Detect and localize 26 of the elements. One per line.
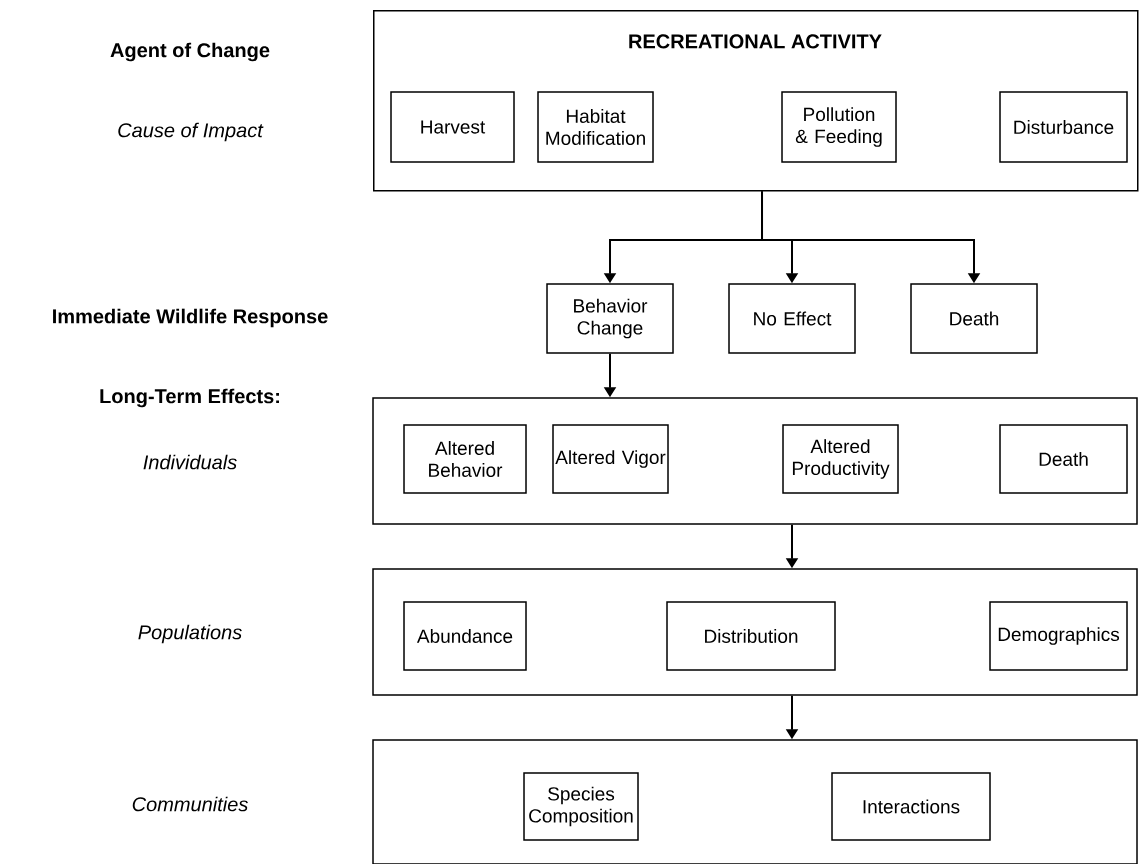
process-box: Altered Behavior xyxy=(403,424,527,494)
process-box: No Effect xyxy=(728,283,856,354)
process-box: Pollution & Feeding xyxy=(781,91,897,163)
process-box: Altered Productivity xyxy=(782,424,899,494)
process-box: Interactions xyxy=(831,772,991,841)
process-box: Habitat Modification xyxy=(537,91,654,163)
row-label: Communities xyxy=(132,796,248,812)
row-label: Individuals xyxy=(143,454,237,470)
process-box: Altered Vigor xyxy=(552,424,669,494)
process-box: Behavior Change xyxy=(546,283,674,354)
process-box: Death xyxy=(999,424,1128,494)
row-label: Immediate Wildlife Response xyxy=(53,308,328,328)
process-box: Demographics xyxy=(989,601,1128,671)
row-label: Populations xyxy=(138,624,242,644)
group-box xyxy=(372,568,1138,696)
process-box: Death xyxy=(910,283,1038,354)
group-box xyxy=(372,739,1138,864)
row-label: Long-Term Effects: xyxy=(100,388,279,408)
process-box: Species Composition xyxy=(523,772,639,841)
process-box: Abundance xyxy=(403,601,527,671)
process-box: Disturbance xyxy=(999,91,1128,163)
row-label: Cause of Impact xyxy=(118,122,264,142)
process-box: Harvest xyxy=(390,91,515,163)
group-box xyxy=(372,397,1138,525)
process-box: Distribution xyxy=(666,601,836,671)
row-label: Agent of Change xyxy=(110,42,270,62)
